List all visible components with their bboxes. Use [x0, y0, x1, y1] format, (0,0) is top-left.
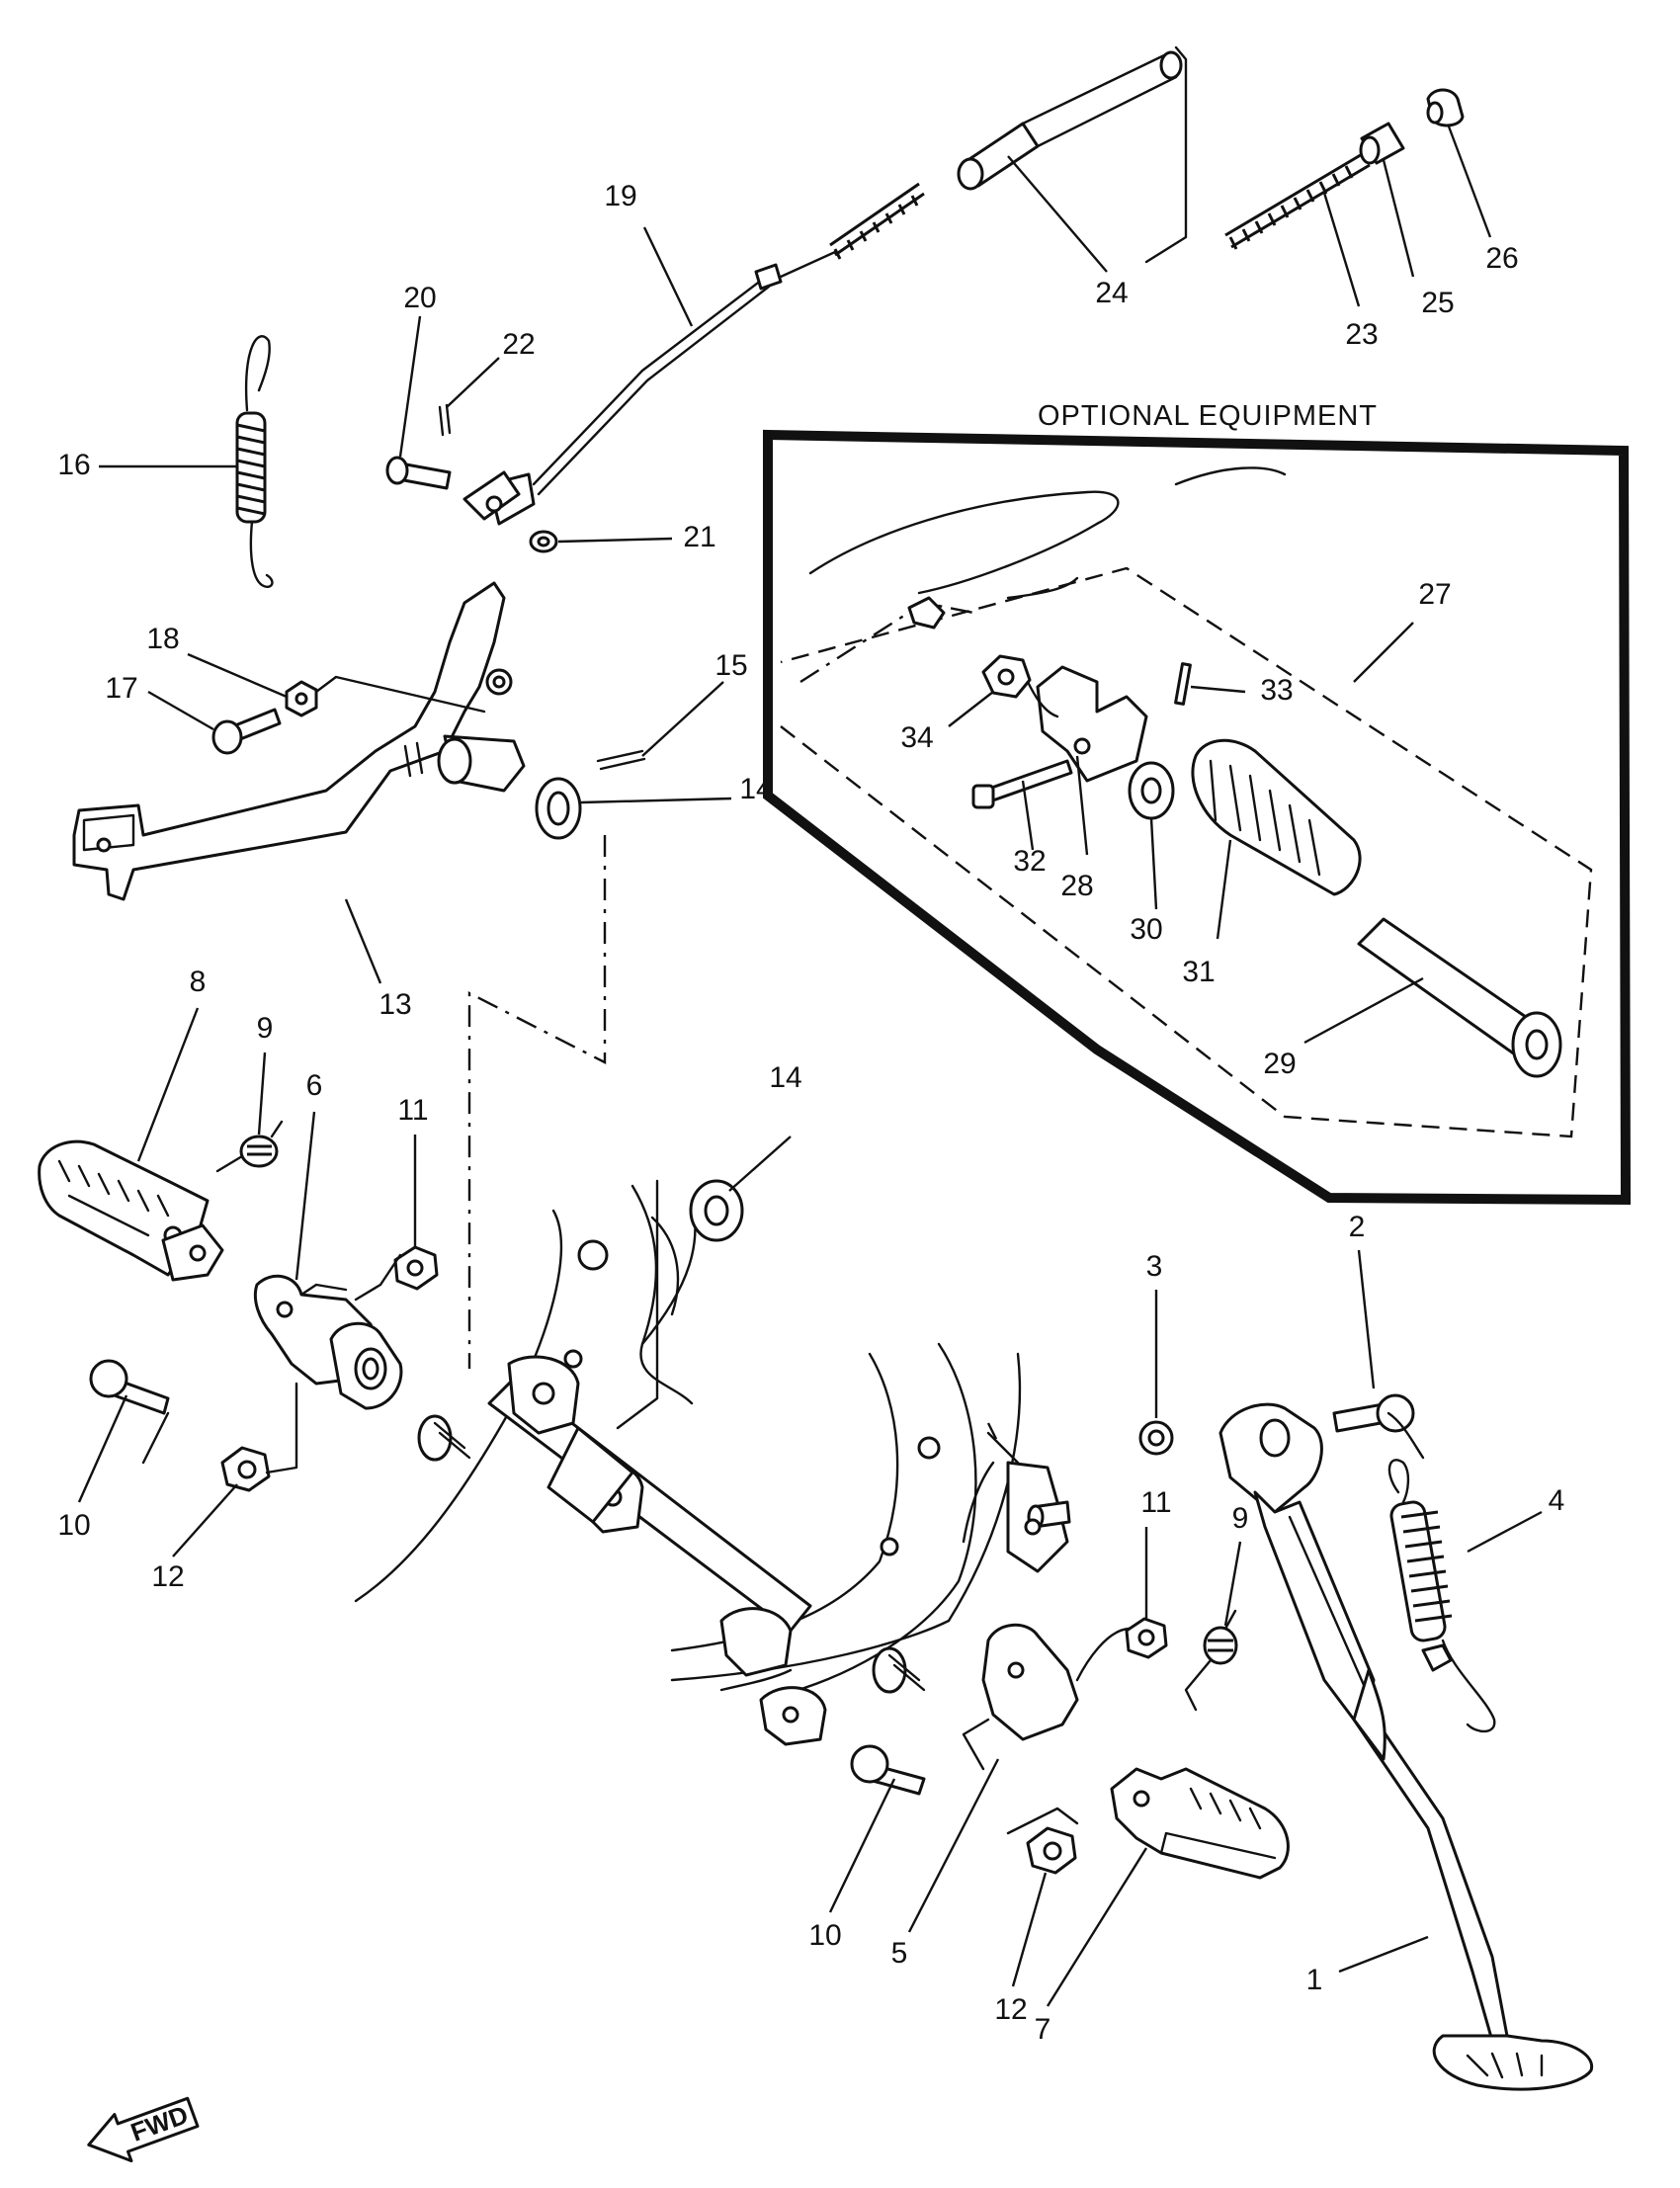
callout-9-left: 9: [257, 1012, 274, 1045]
part-34-nut: [981, 654, 1032, 699]
part-21-washer: [529, 530, 558, 553]
footrest-collar-left: [329, 1321, 403, 1410]
callout-12-left: 12: [151, 1560, 184, 1593]
part-18-nut: [285, 680, 318, 717]
callout-10-left: 10: [57, 1509, 90, 1542]
callout-13: 13: [378, 988, 411, 1021]
callout-29: 29: [1263, 1048, 1296, 1080]
optional-equipment-title: OPTIONAL EQUIPMENT: [1038, 400, 1378, 432]
part-10-bolt-right: [850, 1744, 926, 1796]
part-1-sidestand: [1218, 1402, 1594, 2091]
part-11-nut-left: [354, 1245, 439, 1302]
part-3-bushing: [1138, 1420, 1174, 1456]
part-11-nut-right: [1075, 1617, 1168, 1682]
part-31-rubber: [1191, 738, 1362, 896]
callout-14-upper: 14: [739, 773, 772, 805]
frame: [354, 1184, 1071, 1746]
callout-4: 4: [1549, 1484, 1565, 1517]
callout-18: 18: [146, 623, 179, 655]
part-12-nut-right: [1006, 1807, 1079, 1875]
footrest-spline-right: [872, 1646, 926, 1694]
callout-30: 30: [1130, 913, 1162, 946]
callout-26: 26: [1485, 242, 1518, 275]
part-13-brake-pedal: [72, 581, 526, 901]
part-28-bracket: [1026, 665, 1148, 783]
callout-34: 34: [900, 721, 933, 754]
part-14-oil-seal-lower: [616, 1179, 744, 1430]
callout-11-right: 11: [1140, 1486, 1171, 1519]
part-9-spring-left: [215, 1120, 284, 1173]
part-24-sleeve: [957, 50, 1183, 191]
callout-19: 19: [604, 180, 636, 212]
part-29-pin: [1357, 917, 1562, 1078]
callout-8: 8: [190, 966, 207, 998]
footrest-spline-left: [417, 1414, 471, 1462]
part-14-oil-seal-upper: [535, 777, 582, 840]
callout-5: 5: [891, 1937, 908, 1970]
callout-24: 24: [1095, 277, 1128, 309]
forward-direction-arrow: FWD: [87, 2096, 200, 2163]
callout-labels: 1 2 3 4 5 6 7 8 9 9 10 10 11 11 12 12 13…: [57, 180, 1564, 2046]
callout-22: 22: [502, 328, 535, 361]
part-22-cotter-pin: [438, 403, 452, 437]
part-20-clevis-pin: [385, 456, 452, 490]
callout-31: 31: [1182, 956, 1215, 988]
part-16-spring: [235, 335, 274, 589]
callout-9-right: 9: [1232, 1502, 1249, 1535]
part-33-pin: [1174, 662, 1192, 706]
callout-27: 27: [1418, 578, 1451, 611]
callout-17: 17: [105, 672, 137, 705]
callout-15: 15: [714, 649, 747, 682]
callout-20: 20: [403, 282, 436, 314]
part-25-adjuster: [1359, 122, 1405, 165]
part-32-bolt: [971, 759, 1073, 809]
part-30-washer: [1128, 761, 1175, 820]
part-26-wing-nut: [1426, 88, 1465, 127]
callout-23: 23: [1345, 318, 1378, 351]
callout-6: 6: [306, 1069, 323, 1102]
callout-33: 33: [1260, 674, 1293, 707]
part-2-bolt: [1332, 1393, 1415, 1433]
callout-7: 7: [1035, 2013, 1051, 2046]
callout-2: 2: [1349, 1211, 1366, 1243]
callout-12-right: 12: [994, 1993, 1027, 2026]
leader-lines: [77, 126, 1543, 2007]
callout-28: 28: [1060, 870, 1093, 902]
optional-equipment-panel: OPTIONAL EQUIPMENT: [763, 400, 1632, 1206]
callout-25: 25: [1421, 287, 1454, 319]
part-17-bolt: [211, 708, 282, 755]
part-5-bracket-right: [962, 1623, 1079, 1771]
callout-21: 21: [683, 521, 715, 553]
part-23-spring: [1224, 151, 1371, 250]
callout-16: 16: [57, 449, 90, 481]
part-7-footrest-right: [1110, 1767, 1290, 1880]
part-10-bolt-left: [89, 1359, 170, 1415]
part-19-brake-rod: [462, 182, 925, 526]
callout-3: 3: [1146, 1250, 1163, 1283]
part-9-spring-right: [1184, 1609, 1238, 1712]
callout-32: 32: [1013, 845, 1046, 878]
callout-14-lower: 14: [769, 1061, 801, 1094]
part-4-stand-spring: [1387, 1459, 1496, 1733]
part-15-cotter-pin: [596, 749, 646, 771]
callout-11-left: 11: [397, 1094, 428, 1127]
callout-10-right: 10: [808, 1919, 841, 1952]
callout-1: 1: [1306, 1964, 1323, 1996]
part-12-nut-left: [220, 1446, 271, 1492]
part-8-footrest-left: [38, 1139, 224, 1282]
